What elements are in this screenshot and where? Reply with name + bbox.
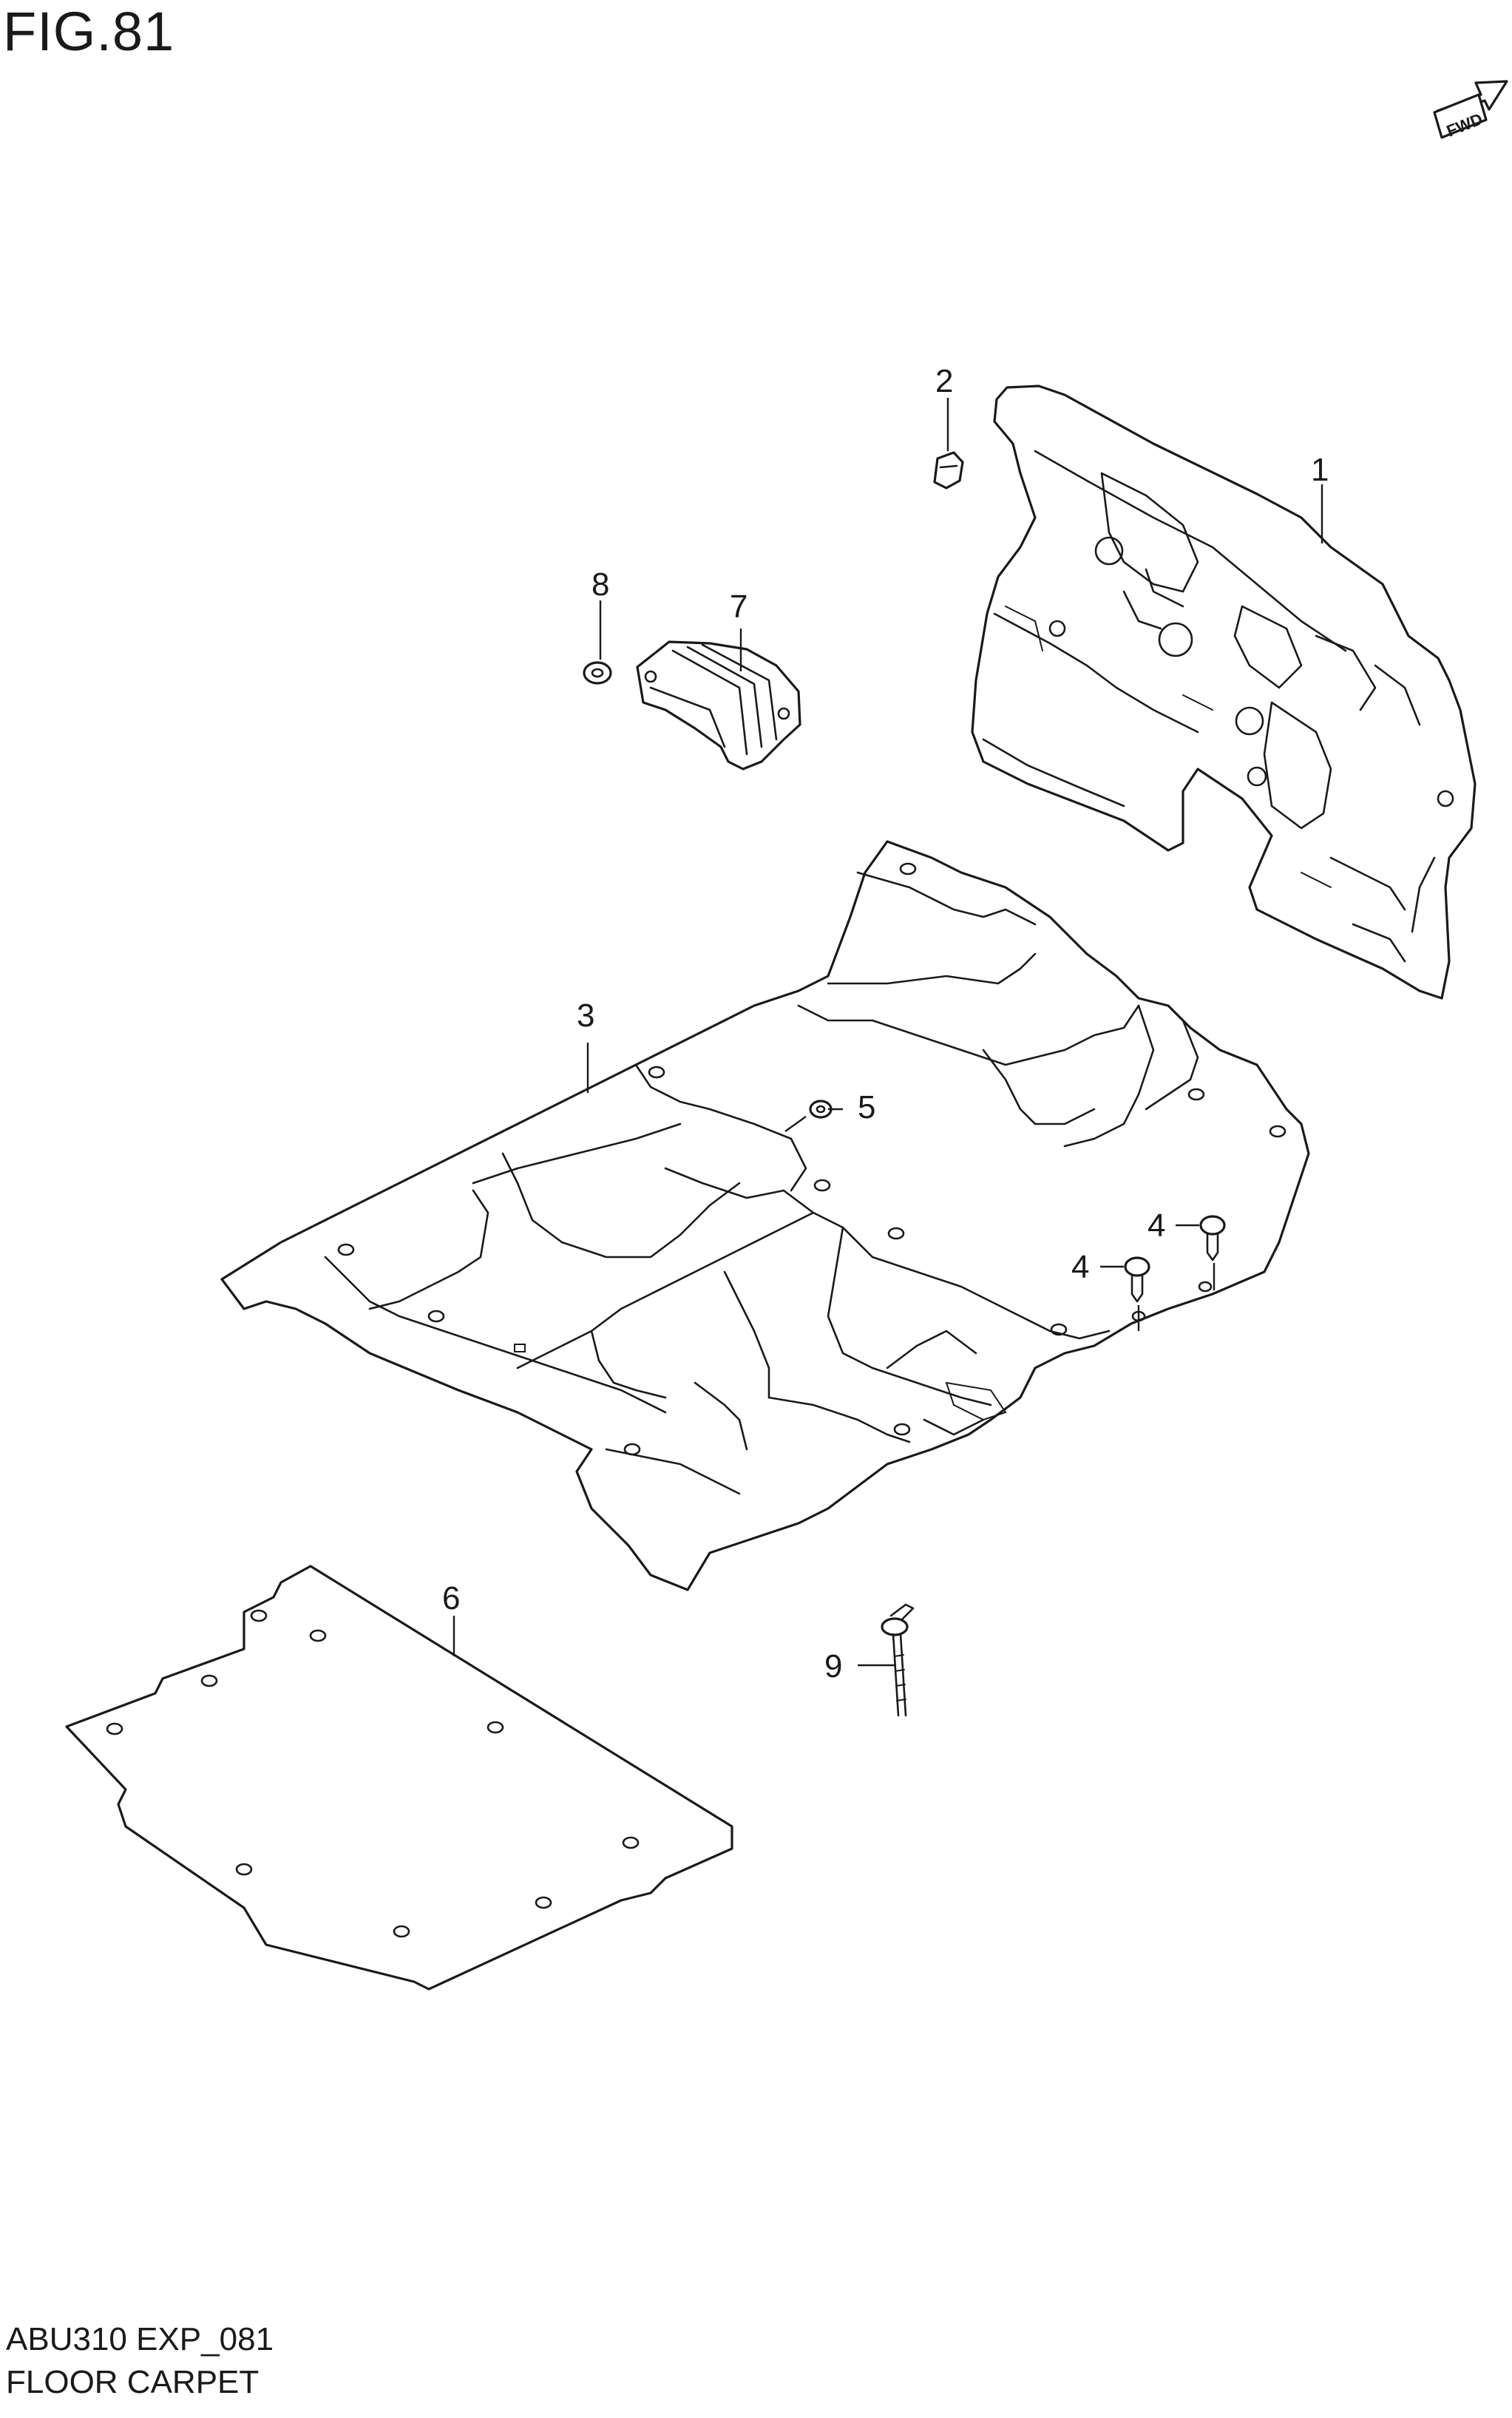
callout-4a: 4 xyxy=(1071,1249,1089,1285)
callout-6: 6 xyxy=(442,1580,460,1616)
clip-part-5 xyxy=(809,1100,833,1119)
push-pin-part-4a xyxy=(1124,1256,1150,1303)
callout-8: 8 xyxy=(591,566,609,603)
figure-caption: FLOOR CARPET xyxy=(6,2364,260,2400)
callout-7: 7 xyxy=(730,589,747,625)
callout-9: 9 xyxy=(824,1648,842,1684)
leader-lines xyxy=(452,398,1323,1667)
bolt-part-9 xyxy=(881,1603,915,1717)
push-pin-part-4b xyxy=(1199,1215,1226,1262)
callout-1: 1 xyxy=(1311,452,1329,488)
dash-silencer-part xyxy=(971,385,1477,1000)
callout-3: 3 xyxy=(577,998,594,1034)
callout-5: 5 xyxy=(858,1089,875,1125)
floor-carpet-part xyxy=(220,840,1310,1591)
figure-code: ABU310 EXP_081 xyxy=(6,2321,274,2357)
floor-mat-part xyxy=(65,1565,733,1991)
bracket-part-7 xyxy=(636,640,801,771)
clip-part-2 xyxy=(933,451,964,490)
callout-4b: 4 xyxy=(1147,1208,1165,1244)
figure-title: FIG.81 xyxy=(3,1,175,62)
fwd-arrow-icon: FWD xyxy=(1433,80,1508,140)
callout-2: 2 xyxy=(935,363,953,399)
clip-part-8 xyxy=(583,661,612,685)
